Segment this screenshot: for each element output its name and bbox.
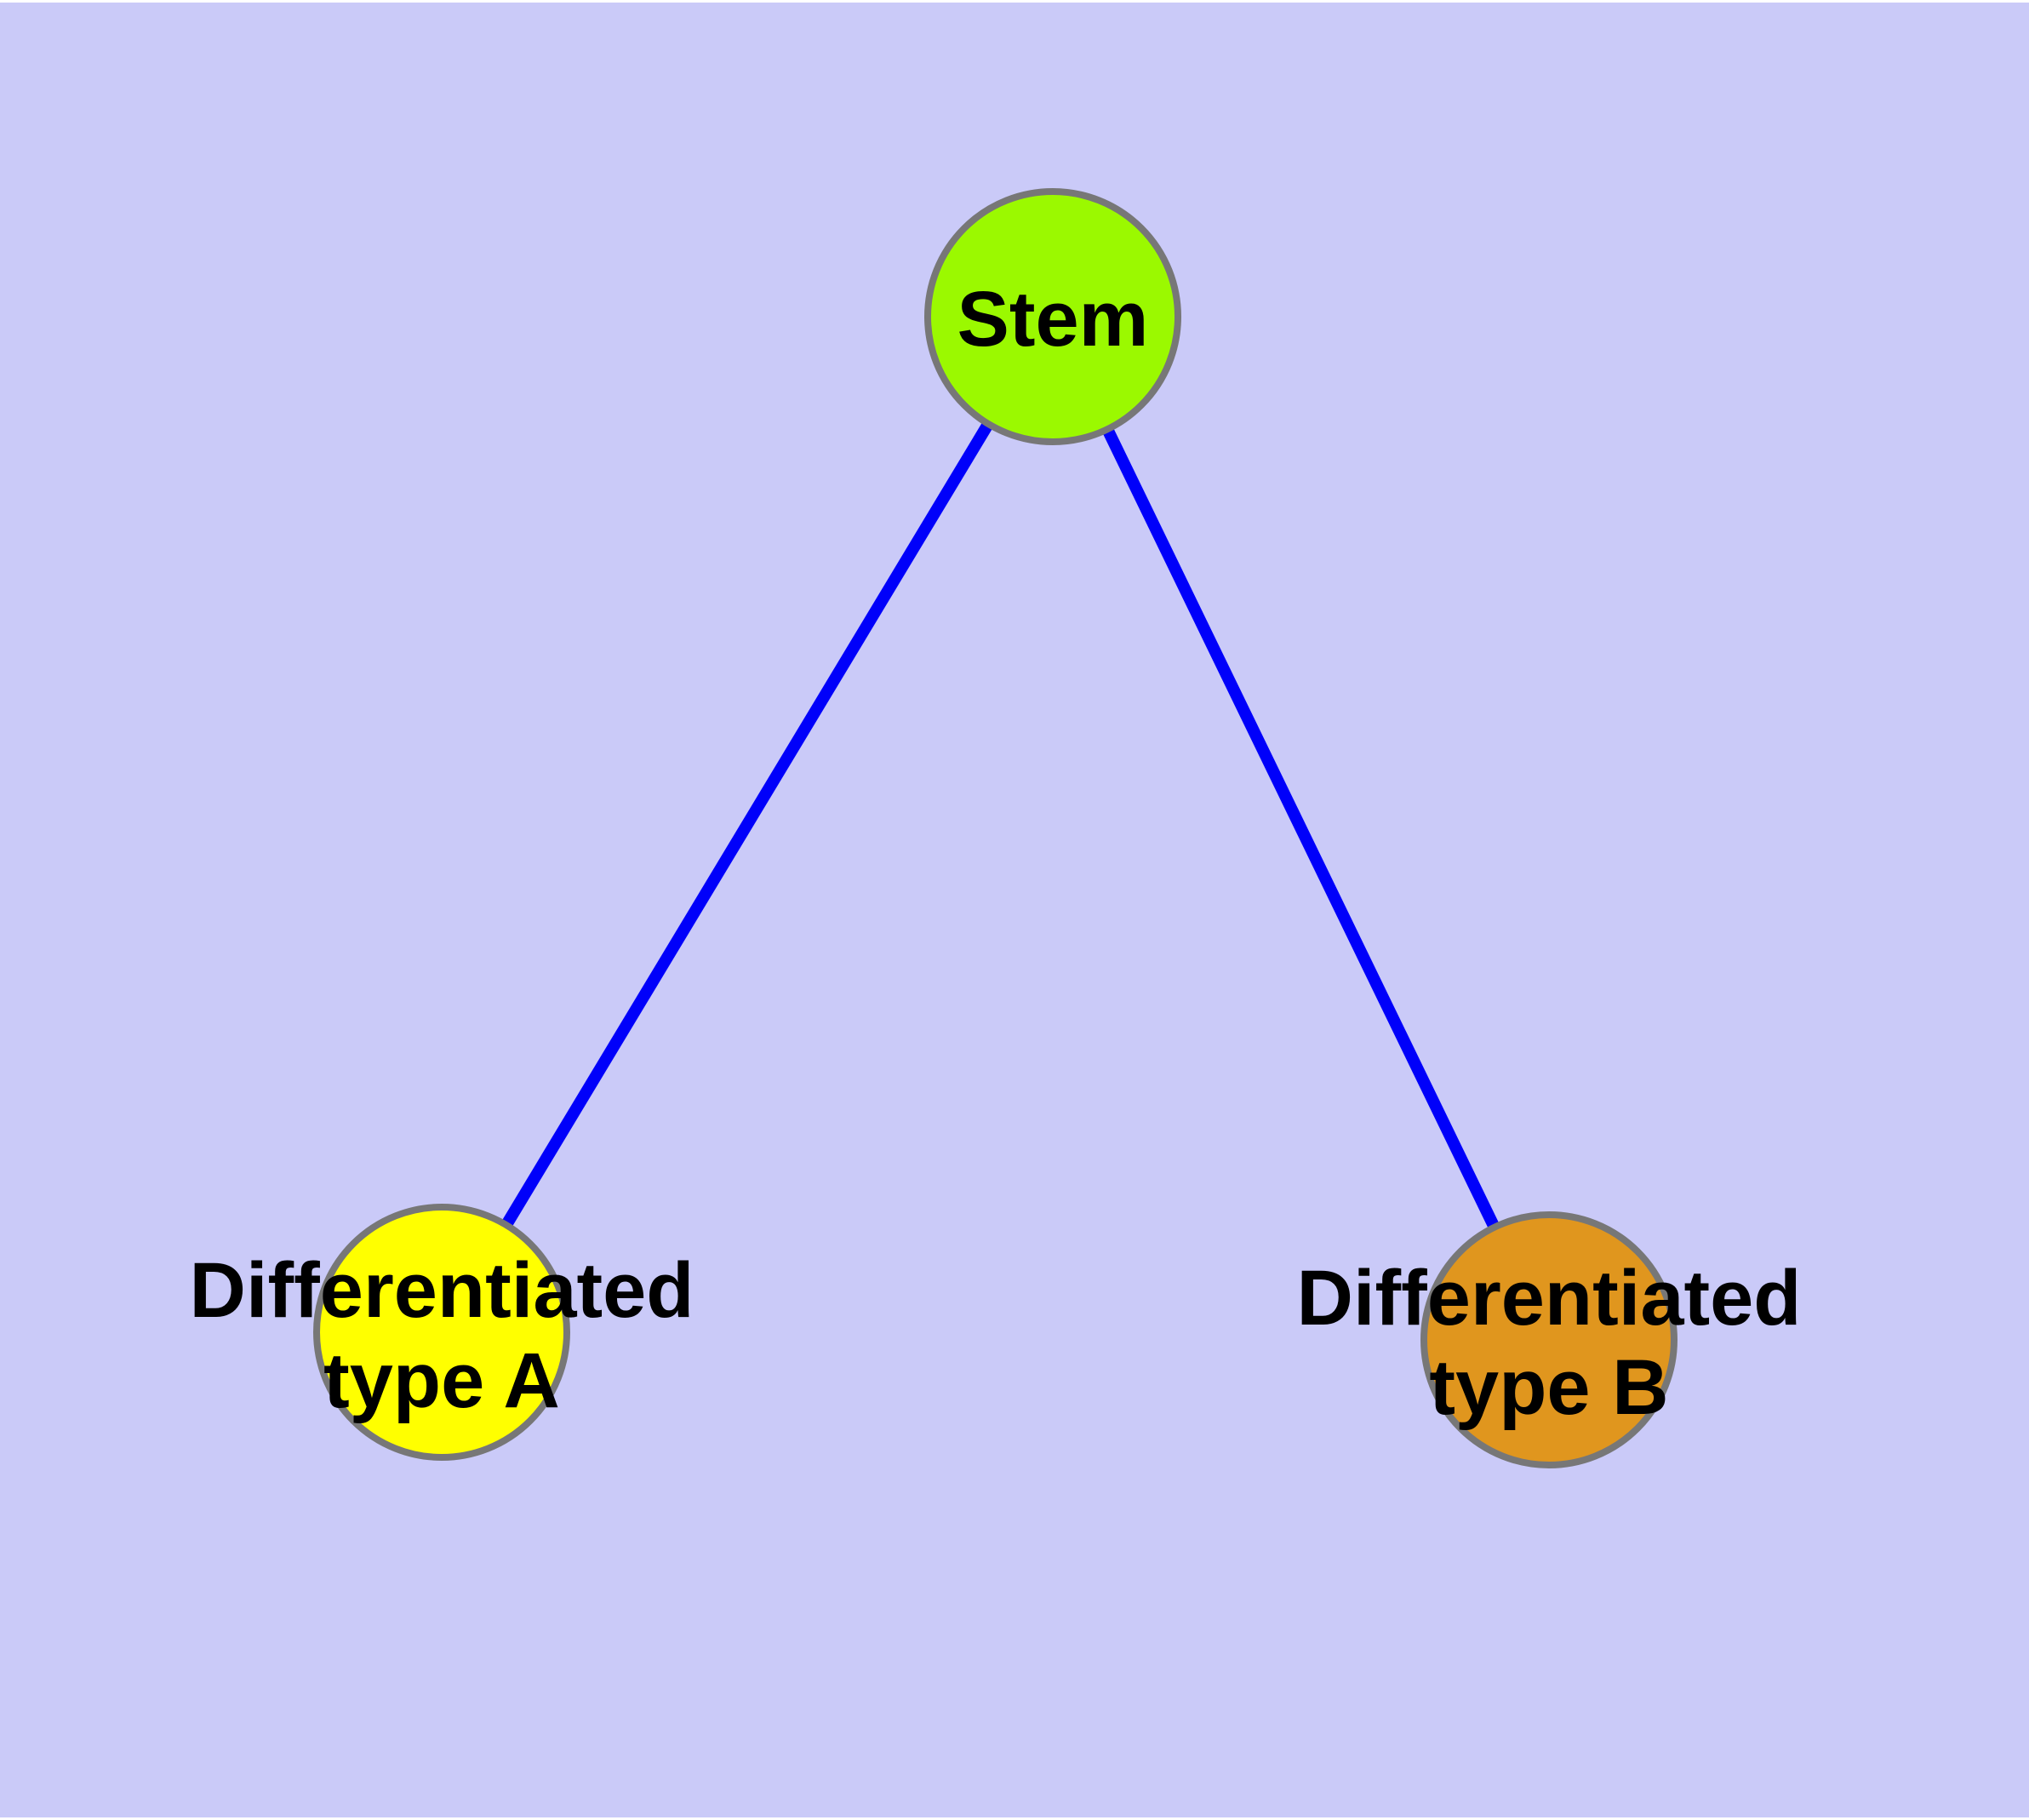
node-stem-label: Stem xyxy=(957,276,1149,363)
node-differentiated-type-a: Differentiated type A xyxy=(190,1204,694,1461)
node-stem-circle xyxy=(924,188,1181,445)
node-type-a-label-line2: type A xyxy=(323,1337,560,1424)
node-type-a-label-line1: Differentiated xyxy=(190,1247,694,1334)
edge-stem-to-type-b xyxy=(1047,313,1555,1343)
edge-stem-to-type-a xyxy=(437,313,1058,1336)
node-differentiated-type-b: Differentiated type B xyxy=(1297,1211,1802,1468)
node-stem: Stem xyxy=(924,188,1181,445)
node-type-b-label-line2: type B xyxy=(1429,1344,1668,1431)
node-type-b-circle xyxy=(1420,1211,1677,1468)
node-type-a-circle xyxy=(313,1204,570,1461)
node-type-b-label-line1: Differentiated xyxy=(1297,1255,1802,1342)
